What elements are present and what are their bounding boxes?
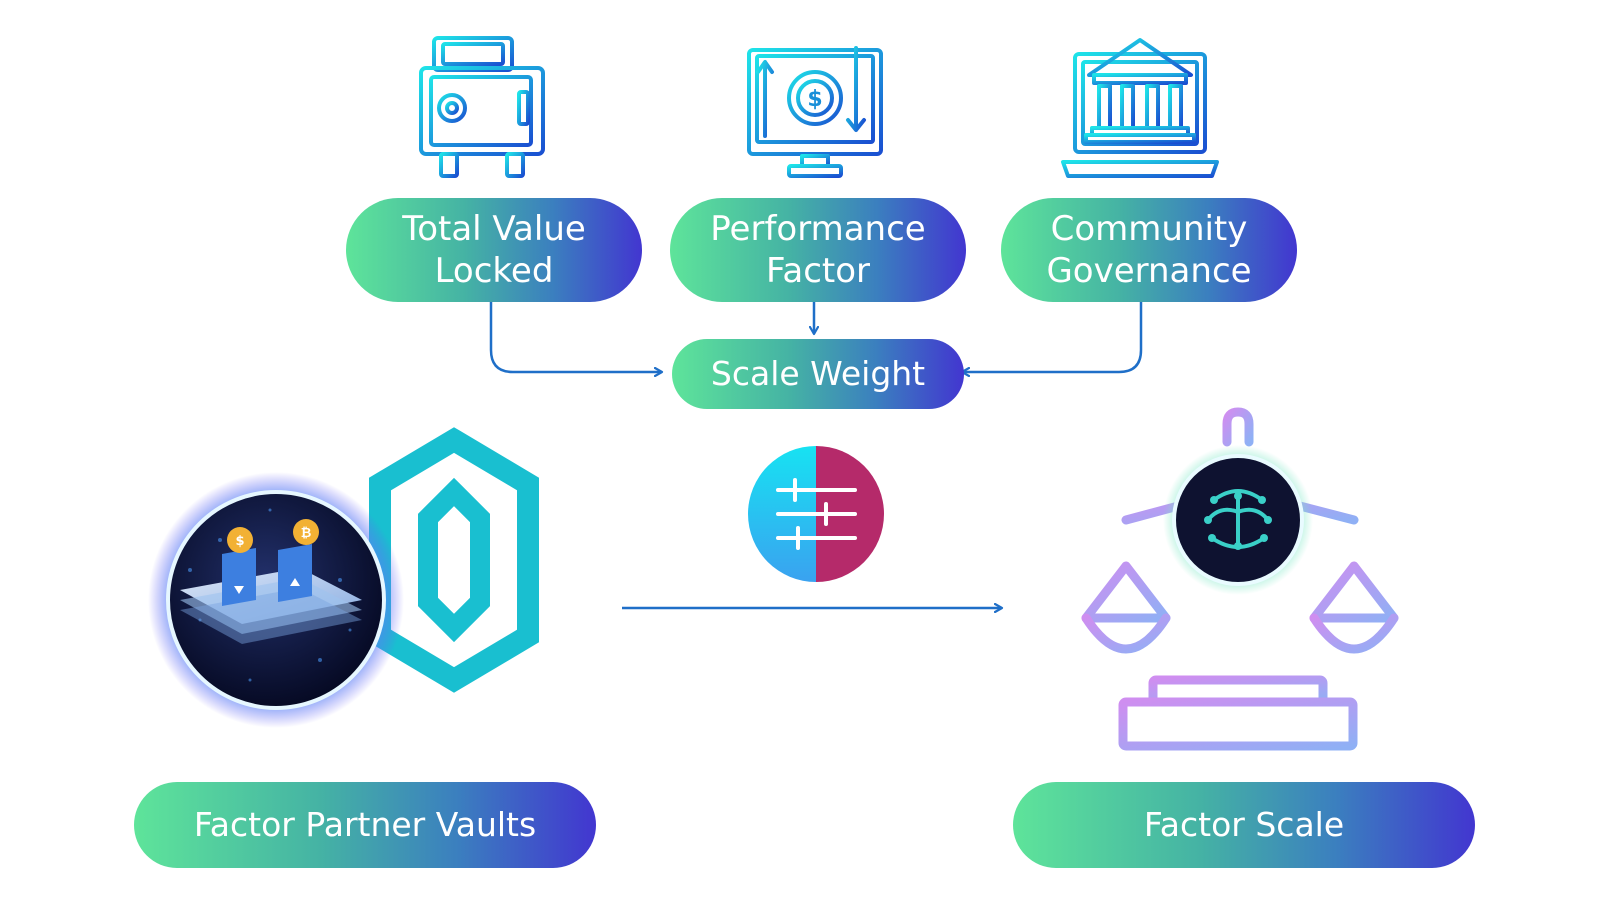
community-governance-label: Community Governance <box>1046 208 1252 292</box>
factor-logo-icon <box>369 427 539 693</box>
arrow-tvl-to-scale-weight <box>489 300 662 372</box>
svg-text:₿: ₿ <box>301 526 312 541</box>
crypto-vault-icon: $ ₿ <box>148 472 404 728</box>
svg-text:$: $ <box>807 87 822 112</box>
scale-weight-label: Scale Weight <box>710 354 926 394</box>
total-value-locked-label: Total Value Locked <box>402 208 586 292</box>
performance-factor-node: Performance Factor <box>670 198 966 302</box>
sliders-icon <box>748 446 884 582</box>
factor-partner-vaults-label: Factor Partner Vaults <box>193 805 537 845</box>
factor-network-icon <box>1163 445 1313 595</box>
total-value-locked-node: Total Value Locked <box>346 198 642 302</box>
factor-scale-node: Factor Scale <box>1013 782 1475 868</box>
factor-partner-vaults-node: Factor Partner Vaults <box>134 782 596 868</box>
vault-safe-icon <box>419 36 545 178</box>
monitor-dollar-icon: $ <box>747 46 883 178</box>
performance-factor-label: Performance Factor <box>710 208 926 292</box>
laptop-bank-icon <box>1061 38 1219 178</box>
arrow-governance-to-scale-weight <box>962 302 1143 372</box>
scale-weight-node: Scale Weight <box>672 339 964 409</box>
community-governance-node: Community Governance <box>1001 198 1297 302</box>
svg-text:$: $ <box>235 534 244 549</box>
factor-scale-label: Factor Scale <box>1143 805 1345 845</box>
